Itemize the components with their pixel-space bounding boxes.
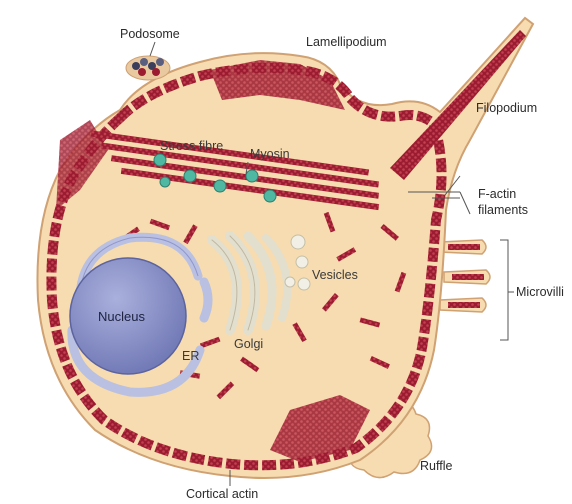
label-microvilli: Microvilli <box>516 285 564 299</box>
label-podosome: Podosome <box>120 27 180 41</box>
label-filopodium: Filopodium <box>476 101 537 115</box>
podosome <box>126 56 170 80</box>
label-ruffle: Ruffle <box>420 459 452 473</box>
label-myosin: Myosin <box>250 147 290 161</box>
label-golgi: Golgi <box>234 337 263 351</box>
microvilli-protrusions <box>440 240 490 312</box>
label-f-actin: F-actin <box>478 187 516 201</box>
label-er: ER <box>182 349 199 363</box>
label-stress-fibre: Stress fibre <box>160 139 223 153</box>
label-filaments: filaments <box>478 203 528 217</box>
label-nucleus: Nucleus <box>98 309 145 324</box>
label-cortical-actin: Cortical actin <box>186 487 258 501</box>
label-lamellipodium: Lamellipodium <box>306 35 387 49</box>
label-vesicles: Vesicles <box>312 268 358 282</box>
